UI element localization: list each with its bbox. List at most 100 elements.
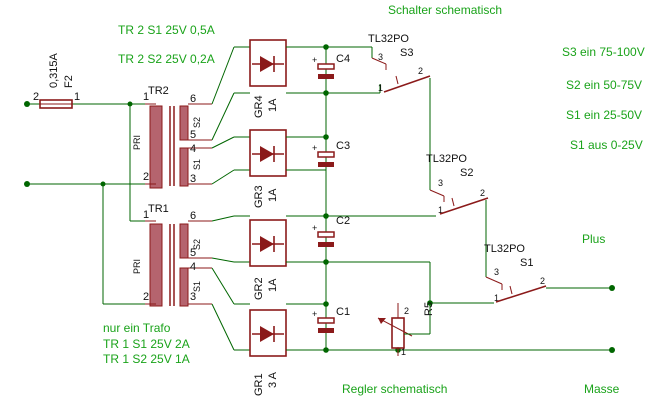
svg-text:6: 6 xyxy=(190,210,196,222)
s1-name: S1 xyxy=(520,257,533,269)
switch-s2: TL32PO S2 3 2 1 xyxy=(426,153,489,215)
svg-text:2: 2 xyxy=(143,171,149,183)
tr2-secondary-s2 xyxy=(179,105,189,141)
s3-type: TL32PO xyxy=(368,33,409,45)
note-tr2-s2: TR 2 S2 25V 0,2A xyxy=(118,52,215,66)
gr3-name: GR3 xyxy=(253,185,265,208)
tr1-s1-label: S1 xyxy=(192,281,202,292)
gr4-body xyxy=(249,39,287,87)
fuse-pin-1: 1 xyxy=(74,91,80,103)
svg-text:2: 2 xyxy=(143,291,149,303)
r5-wiper xyxy=(377,317,413,337)
svg-text:1: 1 xyxy=(438,205,443,215)
capacitor-c3: + C3 xyxy=(312,140,350,167)
secondary-wiring xyxy=(211,46,250,351)
output-terminal-plus xyxy=(609,285,615,291)
tr2-s1-label: S1 xyxy=(192,159,202,170)
capacitor-c1: + C1 xyxy=(312,306,350,333)
gr1-body xyxy=(249,309,287,357)
r5-body xyxy=(391,317,405,349)
gr2-body xyxy=(249,219,287,267)
svg-text:2: 2 xyxy=(418,66,423,76)
c3-plus-plate xyxy=(317,151,335,158)
c1-plus-plate xyxy=(317,317,335,324)
tr2-primary-winding xyxy=(149,105,163,189)
gr2-name: GR2 xyxy=(253,277,265,300)
c4-name: C4 xyxy=(336,53,350,65)
note-single-transformer: nur ein Trafo xyxy=(103,321,171,335)
arrow-icon xyxy=(378,318,386,324)
tr1-s2-label: S2 xyxy=(192,239,202,250)
s3-name: S3 xyxy=(400,47,413,59)
svg-text:2: 2 xyxy=(404,306,409,316)
switch-s1: TL32PO S1 3 2 1 xyxy=(484,243,547,303)
svg-text:1: 1 xyxy=(143,209,149,221)
input-terminal-l xyxy=(24,101,30,107)
svg-text:2: 2 xyxy=(540,276,545,286)
transformer-tr2: TR2 1 2 6 5 4 3 PRI S2 S1 xyxy=(132,85,212,189)
note-s3-range: S3 ein 75-100V xyxy=(562,45,645,59)
svg-text:+: + xyxy=(312,143,317,153)
bridge-rectifier-gr4: GR4 1A xyxy=(249,39,306,118)
gr2-rating: 1A xyxy=(267,278,279,292)
bridge-rectifier-gr3: GR3 1A xyxy=(249,129,306,208)
fuse-value: 0,315A xyxy=(48,52,60,88)
tr2-name: TR2 xyxy=(148,85,169,97)
svg-text:3: 3 xyxy=(494,267,499,277)
label-masse: Masse xyxy=(584,382,620,396)
gr3-rating: 1A xyxy=(267,188,279,202)
c2-minus-plate xyxy=(318,242,334,247)
svg-text:1: 1 xyxy=(378,83,383,93)
tr1-secondary-s2 xyxy=(179,223,189,259)
note-s2-range: S2 ein 50-75V xyxy=(566,78,642,92)
gr4-rating: 1A xyxy=(267,98,279,112)
tr1-secondary-s1 xyxy=(179,267,189,307)
c3-minus-plate xyxy=(318,162,334,167)
note-tr1-s1: TR 1 S1 25V 2A xyxy=(103,337,190,351)
s1-lever xyxy=(495,285,547,303)
output-terminal-masse xyxy=(609,347,615,353)
note-s1-off-range: S1 aus 0-25V xyxy=(570,138,643,152)
svg-text:1: 1 xyxy=(401,347,406,357)
svg-text:5: 5 xyxy=(190,247,196,259)
svg-text:5: 5 xyxy=(190,129,196,141)
svg-text:6: 6 xyxy=(190,93,196,105)
s2-name: S2 xyxy=(460,167,473,179)
s1-type: TL32PO xyxy=(484,243,525,255)
mains-input xyxy=(24,101,145,305)
tr1-primary-winding xyxy=(149,223,163,307)
c1-name: C1 xyxy=(336,306,350,318)
transformer-tr1: TR1 1 2 6 5 4 3 PRI S2 S1 xyxy=(132,203,212,307)
gr4-name: GR4 xyxy=(253,95,265,118)
note-tr1-s2: TR 1 S2 25V 1A xyxy=(103,352,190,366)
note-tr2-s1: TR 2 S1 25V 0,5A xyxy=(118,23,215,37)
c3-name: C3 xyxy=(336,140,350,152)
switch-s3: TL32PO S3 3 2 1 xyxy=(368,33,431,93)
label-plus: Plus xyxy=(582,232,605,246)
svg-text:+: + xyxy=(312,223,317,233)
fuse-pin-2: 2 xyxy=(33,91,39,103)
capacitor-bus xyxy=(306,44,329,353)
fuse-name: F2 xyxy=(63,75,75,88)
tr1-primary-label: PRI xyxy=(132,259,142,274)
gr3-body xyxy=(249,129,287,177)
note-s1-range: S1 ein 25-50V xyxy=(566,108,642,122)
svg-text:1: 1 xyxy=(494,293,499,303)
s2-type: TL32PO xyxy=(426,153,467,165)
bridge-rectifier-gr2: GR2 1A xyxy=(249,215,306,300)
switch-wiring xyxy=(326,46,615,353)
svg-text:3: 3 xyxy=(438,178,443,188)
s3-lever xyxy=(383,75,431,93)
tr2-primary-label: PRI xyxy=(132,135,142,150)
tr2-s2-label: S2 xyxy=(192,117,202,128)
svg-text:1: 1 xyxy=(143,91,149,103)
c4-minus-plate xyxy=(318,74,334,79)
capacitor-c2: + C2 xyxy=(312,215,350,247)
gr1-name: GR1 xyxy=(253,373,265,396)
c2-name: C2 xyxy=(336,215,350,227)
tr2-secondary-s1 xyxy=(179,147,189,187)
svg-text:+: + xyxy=(312,55,317,65)
c1-minus-plate xyxy=(318,328,334,333)
note-regulator-schematic: Regler schematisch xyxy=(342,382,447,396)
tr1-name: TR1 xyxy=(148,203,169,215)
